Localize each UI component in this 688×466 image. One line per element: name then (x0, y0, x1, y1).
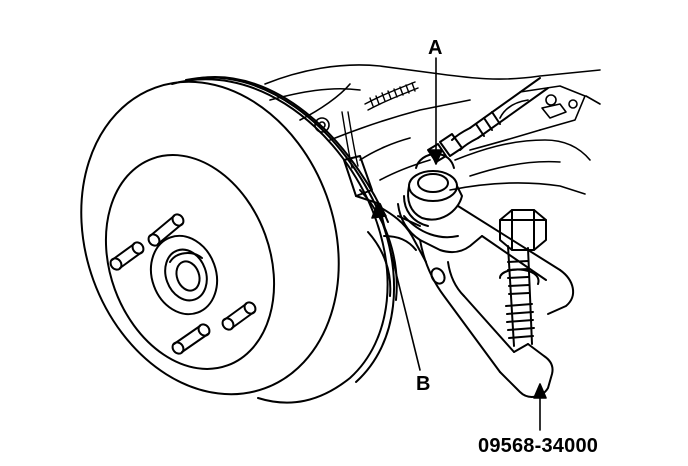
tie-rod (427, 77, 549, 163)
leader-lines (371, 57, 547, 431)
suspension-background (264, 64, 601, 195)
ball-joint-remover-tool (397, 203, 575, 398)
tool-number-label: 09568-34000 (478, 435, 599, 457)
wheel-hub (149, 234, 219, 316)
brake-hose (341, 81, 419, 169)
wheel-studs (109, 213, 257, 355)
brake-disc (80, 76, 398, 404)
callout-a-label: A (428, 37, 443, 59)
callout-b-label: B (416, 373, 431, 395)
